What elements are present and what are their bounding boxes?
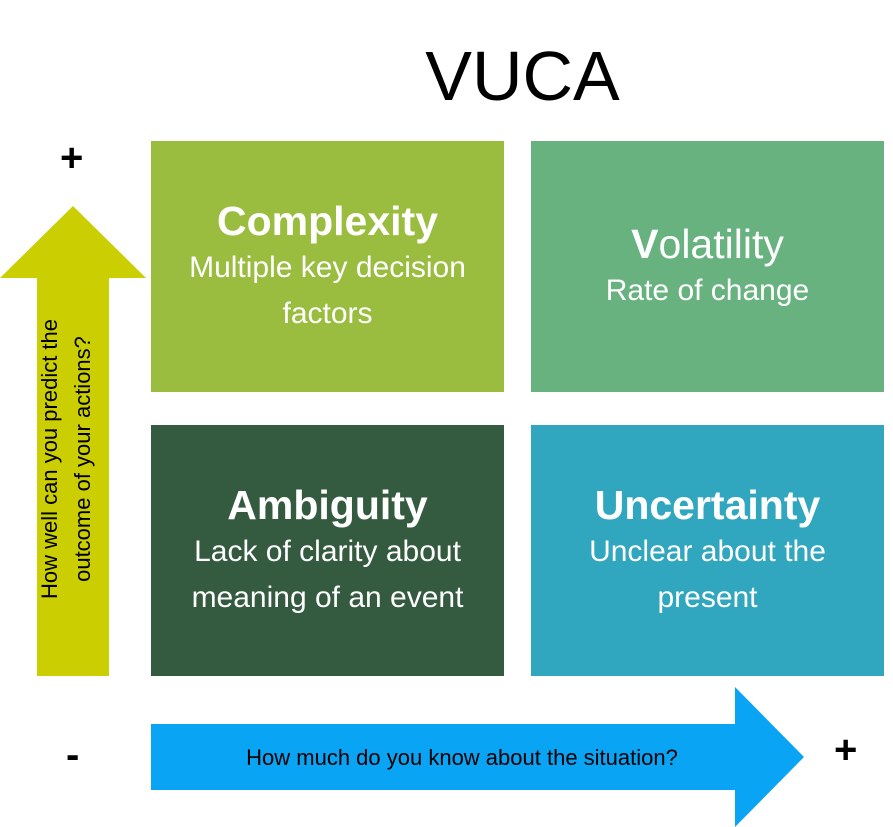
volatility-quadrant: Volatility Rate of change — [531, 141, 884, 392]
complexity-description-line2: factors — [282, 296, 373, 330]
volatility-title-rest: olatility — [658, 220, 784, 267]
volatility-title-initial: V — [631, 220, 659, 267]
vertical-axis-label-line1: How well can you predict the — [37, 318, 62, 600]
horizontal-arrow-shape — [151, 687, 804, 827]
vertical-axis-plus-sign: + — [60, 136, 84, 180]
complexity-quadrant: Complexity Multiple key decision factors — [151, 141, 504, 392]
horizontal-axis-arrow — [151, 687, 804, 827]
ambiguity-title: Ambiguity — [227, 481, 428, 528]
volatility-description-line1: Rate of change — [605, 273, 810, 307]
ambiguity-description-line1: Lack of clarity about — [194, 534, 461, 568]
ambiguity-quadrant: Ambiguity Lack of clarity about meaning … — [151, 425, 504, 676]
ambiguity-description-line2: meaning of an event — [191, 580, 464, 614]
horizontal-axis-minus-sign: - — [66, 733, 80, 777]
complexity-description-line1: Multiple key decision — [189, 250, 466, 284]
uncertainty-title: Uncertainty — [594, 481, 821, 528]
volatility-title: Volatility — [631, 220, 784, 268]
uncertainty-description-line1: Unclear about the — [589, 534, 826, 568]
vertical-axis-label: How well can you predict the outcome of … — [33, 279, 99, 639]
vertical-axis-label-line2: outcome of your actions? — [70, 336, 95, 582]
uncertainty-description-line2: present — [657, 580, 758, 614]
uncertainty-quadrant: Uncertainty Unclear about the present — [531, 425, 884, 676]
vertical-axis-arrow — [0, 206, 146, 676]
horizontal-axis-label: How much do you know about the situation… — [246, 745, 678, 770]
complexity-title: Complexity — [217, 197, 438, 244]
vertical-arrow-shape — [0, 206, 146, 676]
horizontal-axis-plus-sign: + — [834, 728, 858, 772]
diagram-title: VUCA — [425, 37, 620, 115]
